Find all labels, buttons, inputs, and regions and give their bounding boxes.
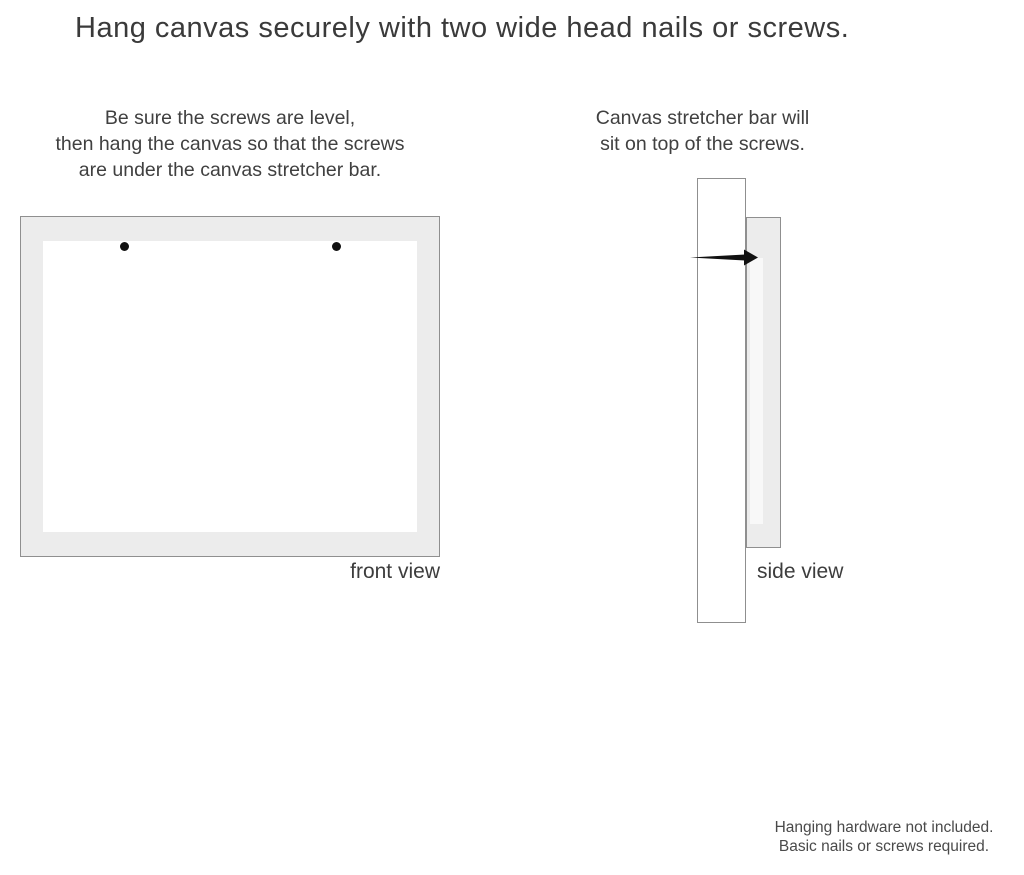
side-view-canvas-depth [746, 217, 781, 548]
front-view-canvas-frame [20, 216, 440, 557]
front-view-canvas-face [43, 241, 417, 532]
page-title: Hang canvas securely with two wide head … [75, 12, 850, 44]
side-view-label: side view [757, 560, 844, 583]
side-view-stretcher-bar [697, 178, 746, 623]
side-view-canvas-highlight [750, 258, 763, 524]
nail-head-right-icon [332, 242, 341, 251]
side-view-instruction-text: Canvas stretcher bar will sit on top of … [595, 107, 810, 155]
front-view-label: front view [350, 560, 440, 583]
hardware-footnote: Hanging hardware not included. Basic nai… [774, 819, 994, 855]
nail-icon [690, 249, 758, 266]
nail-head-left-icon [120, 242, 129, 251]
front-view-instruction-text: Be sure the screws are level, then hang … [55, 107, 405, 181]
